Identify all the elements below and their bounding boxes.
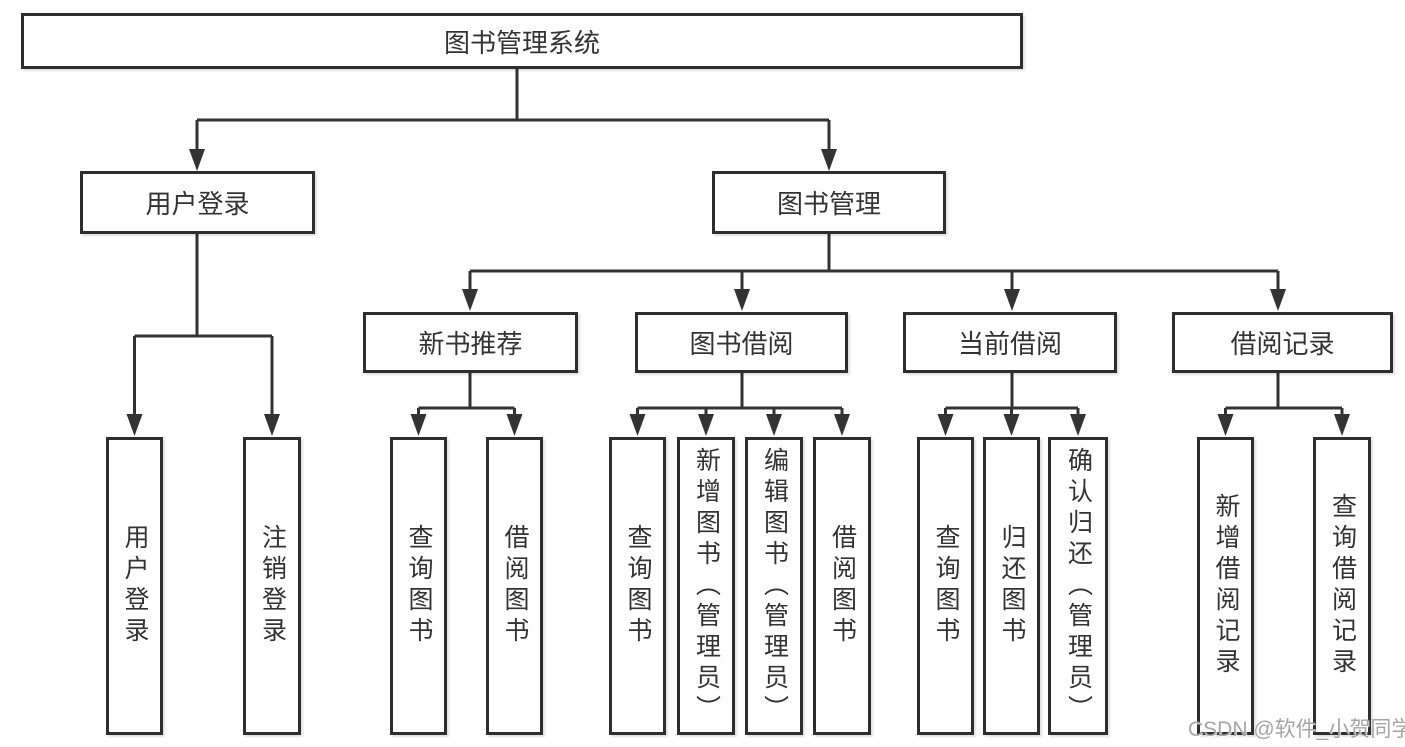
leaf-logout: 注销登录: [243, 437, 301, 735]
leaf-edit-book-admin: 编辑图书（管理员）: [745, 437, 803, 735]
leaf-borrowing-borrow-books: 借阅图书: [813, 437, 871, 735]
node-current-borrowing: 当前借阅: [903, 312, 1117, 373]
leaf-add-borrow-record: 新增借阅记录: [1197, 437, 1254, 735]
node-root-system: 图书管理系统: [21, 13, 1023, 69]
node-borrowing-records: 借阅记录: [1172, 312, 1393, 373]
csdn-watermark: CSDN @软件_小贺同学: [1188, 718, 1405, 741]
leaf-borrowing-query-books: 查询图书: [609, 437, 666, 735]
node-user-login: 用户登录: [80, 171, 315, 234]
leaf-recommend-query-books: 查询图书: [390, 437, 447, 735]
leaf-current-query-books: 查询图书: [917, 437, 974, 735]
leaf-recommend-borrow-books: 借阅图书: [486, 437, 543, 735]
leaf-query-borrow-record: 查询借阅记录: [1313, 437, 1371, 735]
leaf-user-login: 用户登录: [106, 437, 163, 735]
leaf-add-book-admin: 新增图书（管理员）: [677, 437, 735, 735]
node-book-management: 图书管理: [712, 171, 946, 234]
leaf-return-books: 归还图书: [983, 437, 1040, 735]
node-book-borrowing: 图书借阅: [635, 312, 848, 373]
node-new-book-recommend: 新书推荐: [363, 312, 578, 373]
leaf-confirm-return-admin: 确认归还（管理员）: [1048, 437, 1108, 735]
